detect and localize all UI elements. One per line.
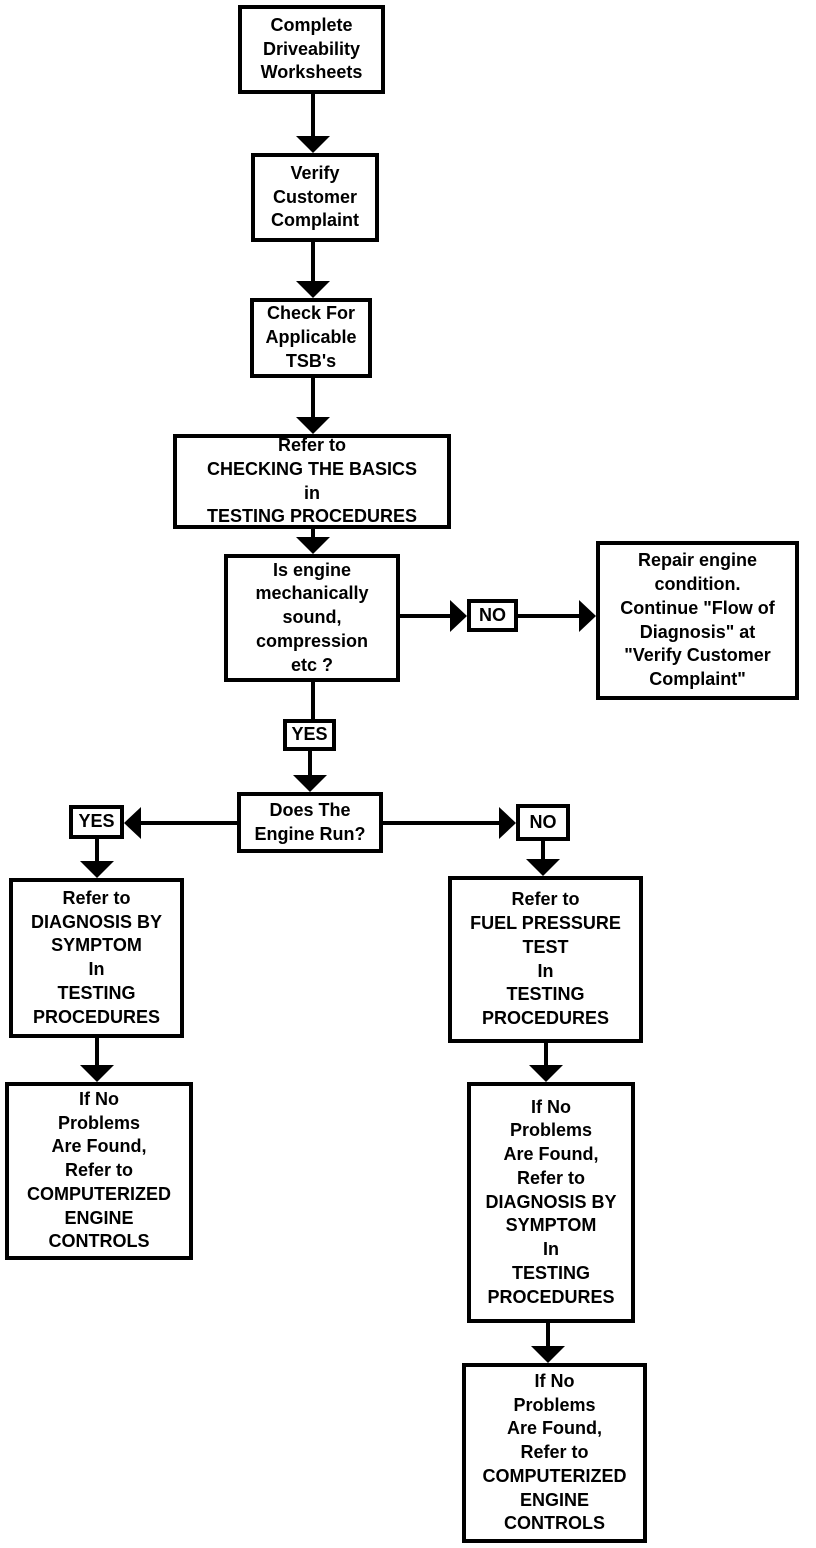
node-text: Complete Driveability Worksheets (260, 14, 363, 83)
arrowhead-down-icon (296, 136, 330, 153)
arrowhead-right-icon (450, 600, 467, 632)
node-complete-driveability-worksheets: Complete Driveability Worksheets (238, 5, 385, 94)
label-box-no-2: NO (516, 804, 570, 841)
label-box-yes-1: YES (283, 719, 336, 751)
arrowhead-down-icon (293, 775, 327, 792)
connector-engine-run-to-yes2 (141, 821, 237, 825)
node-text: NO (529, 811, 557, 832)
node-is-engine-mechanically-sound: Is engine mechanically sound, compressio… (224, 554, 400, 682)
node-computerized-engine-controls-right: If No Problems Are Found, Refer to COMPU… (462, 1363, 647, 1543)
label-box-no-1: NO (467, 599, 518, 632)
node-diagnosis-by-symptom: Refer to DIAGNOSIS BY SYMPTOM In TESTING… (9, 878, 184, 1038)
node-checking-the-basics: Refer to CHECKING THE BASICS in TESTING … (173, 434, 451, 529)
connector-no2-to-fuel-pressure (541, 840, 545, 862)
arrowhead-right-icon (579, 600, 596, 632)
arrowhead-down-icon (80, 861, 114, 878)
connector-diagnosis-right-to-computerized-right (546, 1322, 550, 1348)
arrowhead-down-icon (529, 1065, 563, 1082)
connector-diagnosis-to-computerized-left (95, 1037, 99, 1067)
arrowhead-down-icon (531, 1346, 565, 1363)
arrowhead-down-icon (526, 859, 560, 876)
node-text: Refer to CHECKING THE BASICS in TESTING … (206, 435, 418, 527)
node-fuel-pressure-test: Refer to FUEL PRESSURE TEST In TESTING P… (448, 876, 643, 1043)
label-box-yes-2: YES (69, 805, 124, 839)
node-text: NO (479, 604, 506, 625)
node-check-for-applicable-tsbs: Check For Applicable TSB's (250, 298, 372, 378)
arrowhead-right-icon (499, 807, 516, 839)
node-text: YES (78, 811, 115, 832)
arrowhead-down-icon (296, 417, 330, 434)
node-computerized-engine-controls-left: If No Problems Are Found, Refer to COMPU… (5, 1082, 193, 1260)
connector-verify-to-tsbs (311, 241, 315, 283)
node-text: If No Problems Are Found, Refer to COMPU… (482, 1370, 627, 1534)
connector-tsbs-to-basics (311, 377, 315, 419)
node-text: Refer to FUEL PRESSURE TEST In TESTING P… (470, 889, 621, 1028)
connector-fuel-pressure-to-diagnosis-right (544, 1042, 548, 1068)
arrowhead-down-icon (296, 537, 330, 554)
connector-basics-to-engine-sound (311, 528, 315, 539)
connector-engine-sound-to-yes (311, 681, 315, 719)
node-text: If No Problems Are Found, Refer to COMPU… (27, 1088, 171, 1252)
node-text: YES (291, 724, 328, 745)
connector-yes-to-engine-run (308, 750, 312, 776)
node-diagnosis-by-symptom-right: If No Problems Are Found, Refer to DIAGN… (467, 1082, 635, 1323)
arrowhead-down-icon (80, 1065, 114, 1082)
node-verify-customer-complaint: Verify Customer Complaint (251, 153, 379, 242)
node-text: Is engine mechanically sound, compressio… (255, 559, 369, 675)
node-does-the-engine-run: Does The Engine Run? (237, 792, 383, 853)
node-text: Does The Engine Run? (254, 799, 366, 844)
arrowhead-left-icon (124, 807, 141, 839)
connector-yes2-to-diagnosis (95, 838, 99, 862)
connector-worksheets-to-verify (311, 93, 315, 137)
node-text: Refer to DIAGNOSIS BY SYMPTOM In TESTING… (30, 887, 163, 1027)
node-text: If No Problems Are Found, Refer to DIAGN… (485, 1096, 617, 1307)
connector-engine-sound-to-no (399, 614, 451, 618)
arrowhead-down-icon (296, 281, 330, 298)
node-text: Repair engine condition. Continue "Flow … (620, 550, 775, 689)
node-text: Check For Applicable TSB's (265, 303, 357, 371)
node-repair-engine-condition: Repair engine condition. Continue "Flow … (596, 541, 799, 700)
node-text: Verify Customer Complaint (271, 162, 359, 231)
connector-no-to-repair (517, 614, 580, 618)
connector-engine-run-to-no2 (383, 821, 499, 825)
